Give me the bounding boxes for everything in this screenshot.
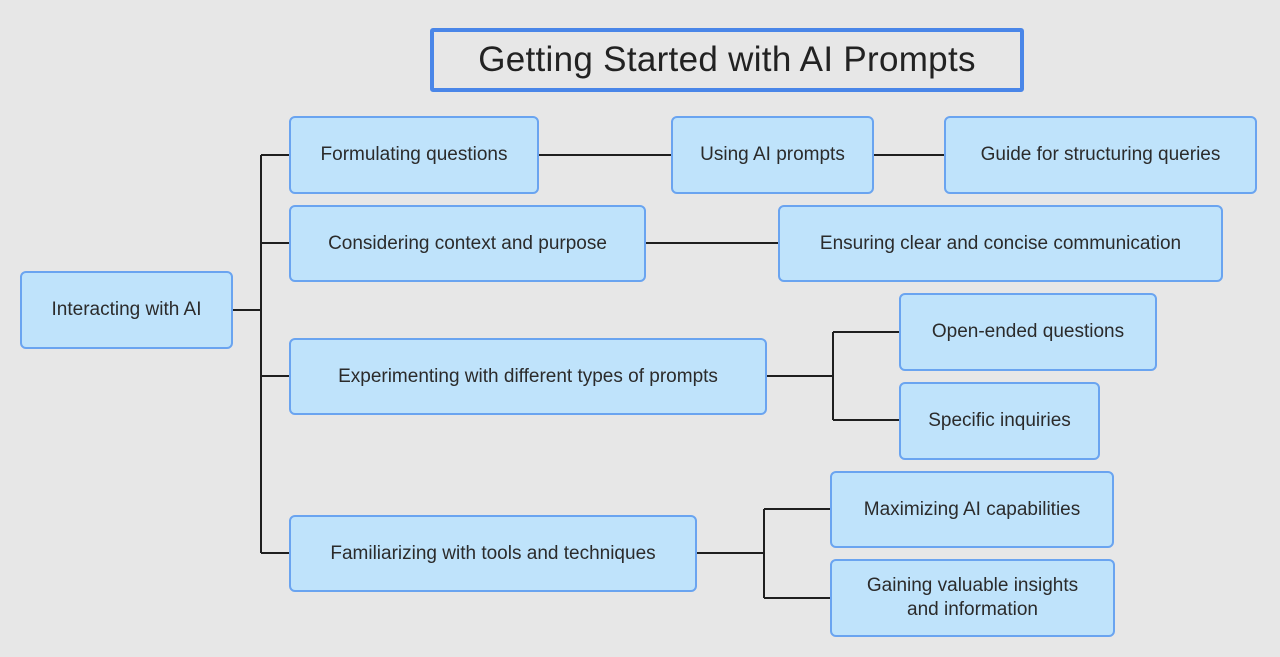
node-guide-structuring[interactable]: Guide for structuring queries xyxy=(944,116,1257,194)
node-gaining-insights[interactable]: Gaining valuable insights and informatio… xyxy=(830,559,1115,637)
node-formulating-questions[interactable]: Formulating questions xyxy=(289,116,539,194)
node-specific-inquiries[interactable]: Specific inquiries xyxy=(899,382,1100,460)
node-using-ai-prompts[interactable]: Using AI prompts xyxy=(671,116,874,194)
node-familiarizing-tools[interactable]: Familiarizing with tools and techniques xyxy=(289,515,697,592)
node-maximizing-capabilities[interactable]: Maximizing AI capabilities xyxy=(830,471,1114,548)
node-ensuring-communication[interactable]: Ensuring clear and concise communication xyxy=(778,205,1223,282)
diagram-title: Getting Started with AI Prompts xyxy=(430,28,1024,92)
node-considering-context[interactable]: Considering context and purpose xyxy=(289,205,646,282)
node-experimenting-prompts[interactable]: Experimenting with different types of pr… xyxy=(289,338,767,415)
node-root[interactable]: Interacting with AI xyxy=(20,271,233,349)
node-open-ended-questions[interactable]: Open-ended questions xyxy=(899,293,1157,371)
